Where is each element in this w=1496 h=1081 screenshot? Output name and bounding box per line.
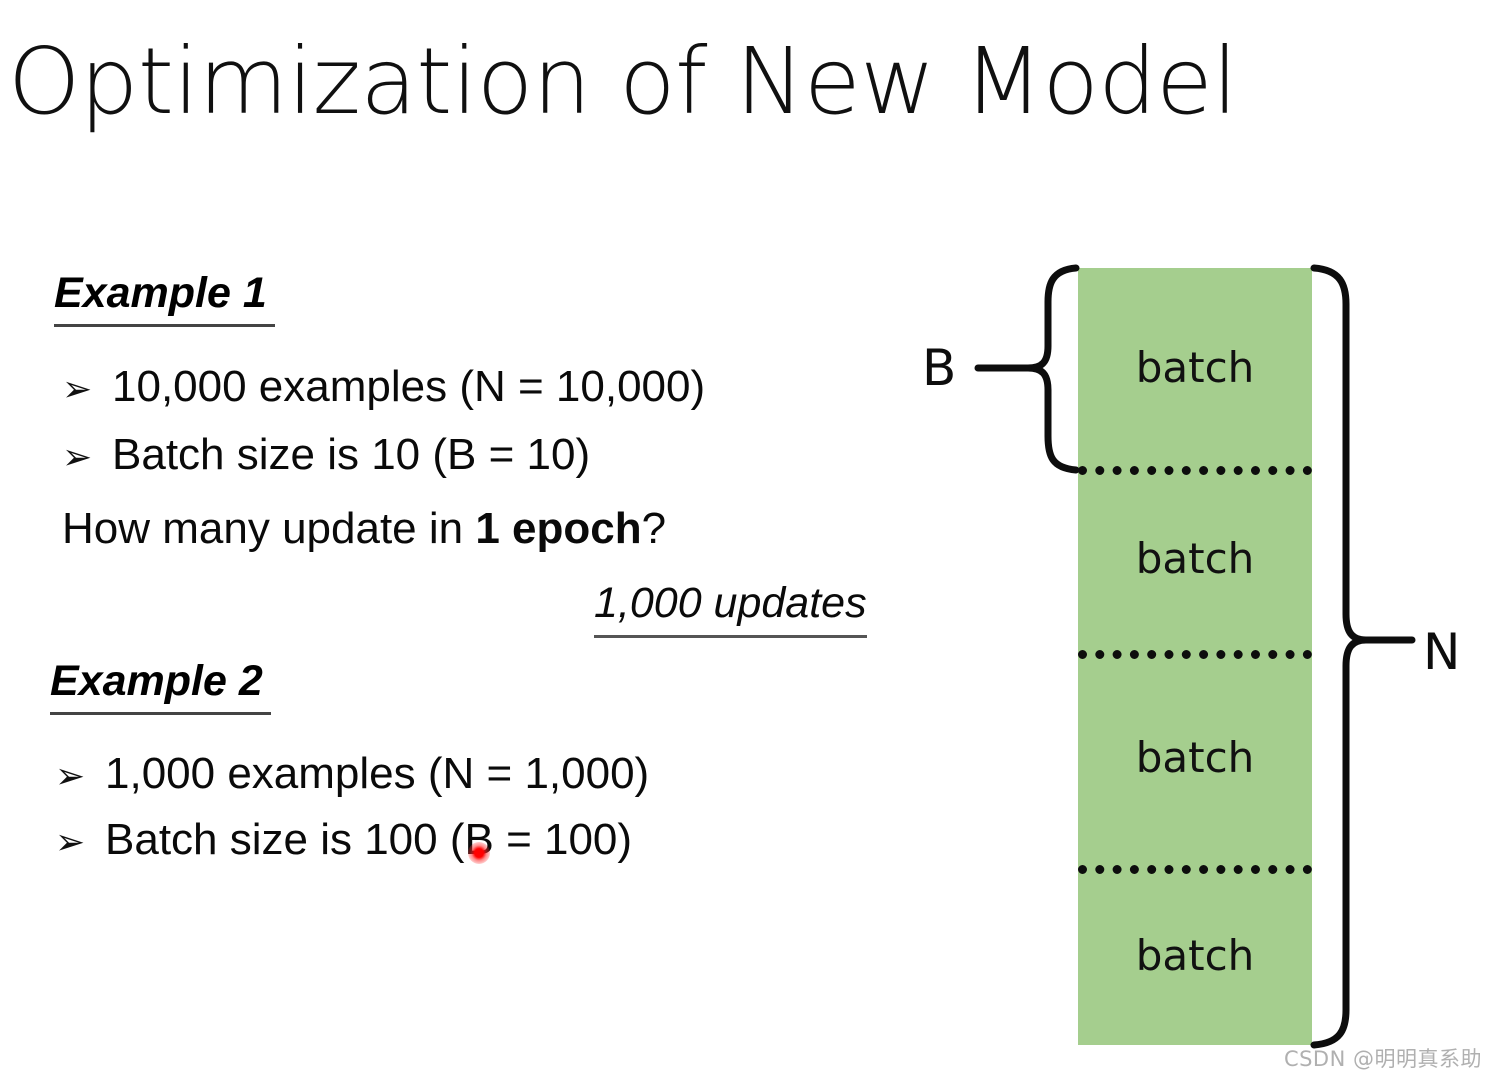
question-prefix: How many update in bbox=[62, 504, 476, 553]
section-heading-example-2: Example 2 bbox=[50, 660, 271, 715]
question-text: How many update in 1 epoch? bbox=[62, 507, 666, 551]
arrowhead-bullet-icon: ➢ bbox=[62, 369, 93, 410]
question-suffix: ? bbox=[641, 504, 667, 553]
answer-text: 1,000 updates bbox=[594, 582, 867, 638]
brace-batch-size bbox=[974, 264, 1080, 474]
batch-cell: batch bbox=[1135, 533, 1255, 583]
dataset-column: batch batch batch batch bbox=[1078, 268, 1312, 1045]
batch-divider bbox=[1078, 466, 1312, 475]
list-item-label: Batch size is 10 (B = 10) bbox=[112, 430, 591, 479]
batch-divider bbox=[1078, 650, 1312, 659]
batch-cell: batch bbox=[1135, 342, 1255, 392]
list-item: ➢ Batch size is 10 (B = 10) bbox=[62, 433, 590, 477]
arrowhead-bullet-icon: ➢ bbox=[62, 437, 93, 478]
brace-label-n: N bbox=[1423, 623, 1461, 681]
section-heading-example-1: Example 1 bbox=[54, 272, 275, 327]
batch-diagram: batch batch batch batch B N bbox=[900, 250, 1496, 1070]
list-item: ➢ Batch size is 100 (B = 100) bbox=[55, 818, 632, 862]
question-emphasis: 1 epoch bbox=[475, 504, 642, 553]
arrowhead-bullet-icon: ➢ bbox=[55, 756, 86, 797]
list-item: ➢ 10,000 examples (N = 10,000) bbox=[62, 365, 705, 409]
brace-label-b: B bbox=[922, 339, 957, 397]
list-item-label: 1,000 examples (N = 1,000) bbox=[105, 749, 650, 798]
list-item-label: 10,000 examples (N = 10,000) bbox=[112, 362, 706, 411]
batch-divider bbox=[1078, 865, 1312, 874]
brace-dataset-size bbox=[1310, 264, 1416, 1049]
list-item-label: Batch size is 100 (B = 100) bbox=[105, 815, 633, 864]
watermark-text: CSDN @明明真系助 bbox=[1283, 1047, 1482, 1071]
batch-cell: batch bbox=[1135, 733, 1255, 782]
page-title: Optimization of New Model bbox=[8, 28, 1238, 135]
arrowhead-bullet-icon: ➢ bbox=[55, 822, 86, 863]
batch-cell: batch bbox=[1135, 930, 1255, 980]
list-item: ➢ 1,000 examples (N = 1,000) bbox=[55, 752, 649, 796]
